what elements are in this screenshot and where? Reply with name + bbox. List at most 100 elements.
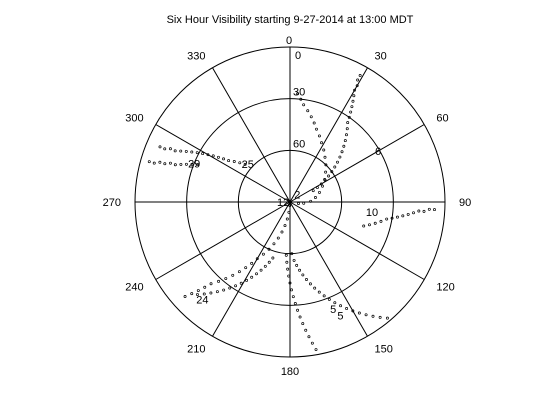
- track-point: [355, 84, 359, 88]
- track-point: [351, 99, 355, 103]
- track-point: [322, 294, 326, 298]
- spoke-label-30: 30: [375, 51, 387, 63]
- sat-label-24: 24: [196, 294, 208, 306]
- track-point: [340, 150, 344, 154]
- track-point: [250, 275, 254, 279]
- sat-label-5: 5: [330, 304, 336, 316]
- track-point: [345, 127, 349, 131]
- track-point: [301, 273, 305, 277]
- track-point: [190, 150, 194, 154]
- ring-label-60: 60: [293, 138, 305, 150]
- ring-label-0: 0: [295, 50, 301, 62]
- track-point: [327, 297, 331, 301]
- track-point: [290, 288, 293, 292]
- track-point: [322, 148, 326, 152]
- track-point: [250, 261, 254, 265]
- spoke-300: [155, 124, 291, 203]
- track-24-6: [195, 256, 275, 296]
- track-point: [321, 184, 324, 188]
- track-10-1: [362, 207, 436, 228]
- spoke-210: [212, 201, 291, 337]
- track-point: [287, 210, 291, 214]
- track-point: [385, 316, 389, 320]
- track-point: [222, 288, 226, 292]
- track-point: [315, 185, 319, 189]
- track-point: [296, 92, 300, 96]
- track-point: [352, 94, 356, 98]
- spoke-label-120: 120: [436, 282, 454, 294]
- track-point: [373, 221, 377, 225]
- track-point: [297, 202, 300, 205]
- track-point: [345, 306, 349, 310]
- track-point: [291, 295, 295, 299]
- track-point: [179, 149, 183, 153]
- track-point: [234, 284, 238, 288]
- track-point: [422, 209, 426, 213]
- track-point: [336, 160, 339, 164]
- spoke-label-270: 270: [103, 197, 121, 209]
- track-6-0: [311, 74, 362, 193]
- track-point: [259, 268, 263, 272]
- track-point: [333, 301, 337, 305]
- track-point: [179, 162, 183, 166]
- track-point: [231, 273, 235, 277]
- track-point: [313, 196, 317, 199]
- track-point: [195, 293, 199, 296]
- track-point: [311, 189, 315, 193]
- spoke-120: [289, 201, 425, 280]
- track-point: [307, 335, 311, 339]
- track-point: [298, 315, 302, 319]
- track-point: [238, 161, 242, 165]
- polar-grid: [134, 46, 446, 358]
- track-point: [350, 105, 354, 109]
- track-point: [292, 258, 296, 262]
- track-point: [357, 311, 361, 315]
- track-point: [333, 165, 337, 169]
- track-5-8: [284, 253, 318, 352]
- track-point: [245, 278, 249, 282]
- track-2-3: [296, 92, 328, 205]
- track-point: [232, 160, 236, 163]
- track-point: [339, 304, 343, 308]
- track-point: [317, 134, 321, 138]
- track-point: [201, 152, 205, 156]
- track-point: [433, 208, 436, 212]
- track-point: [206, 153, 210, 157]
- track-point: [390, 216, 394, 220]
- track-point: [227, 159, 231, 163]
- track-point: [343, 139, 347, 143]
- track-point: [346, 121, 350, 125]
- track-point: [276, 236, 280, 240]
- sat-label-12: 12: [277, 197, 289, 209]
- track-point: [379, 219, 383, 223]
- track-point: [271, 256, 275, 260]
- track-point: [349, 110, 353, 114]
- track-point: [228, 286, 232, 290]
- chart-title: Six Hour Visibility starting 9-27-2014 a…: [167, 14, 414, 26]
- track-point: [308, 282, 312, 286]
- track-point: [345, 133, 348, 137]
- track-point: [296, 308, 300, 312]
- satellite-tracks: [147, 74, 436, 352]
- track-point: [147, 160, 151, 164]
- track-point: [203, 285, 207, 289]
- spoke-label-0: 0: [286, 35, 292, 47]
- track-point: [222, 157, 226, 161]
- track-point: [347, 115, 351, 119]
- track-point: [342, 144, 346, 148]
- track-point: [298, 268, 302, 272]
- track-point: [173, 163, 177, 167]
- track-point: [319, 182, 323, 186]
- spoke-240: [155, 201, 291, 280]
- track-point: [309, 115, 313, 119]
- spoke-60: [289, 124, 425, 203]
- track-point: [183, 295, 187, 298]
- track-point: [353, 88, 357, 92]
- track-point: [217, 279, 220, 283]
- track-point: [304, 328, 308, 332]
- track-point: [301, 322, 305, 326]
- track-point: [395, 215, 399, 219]
- track-point: [385, 217, 389, 221]
- track-point: [284, 253, 288, 257]
